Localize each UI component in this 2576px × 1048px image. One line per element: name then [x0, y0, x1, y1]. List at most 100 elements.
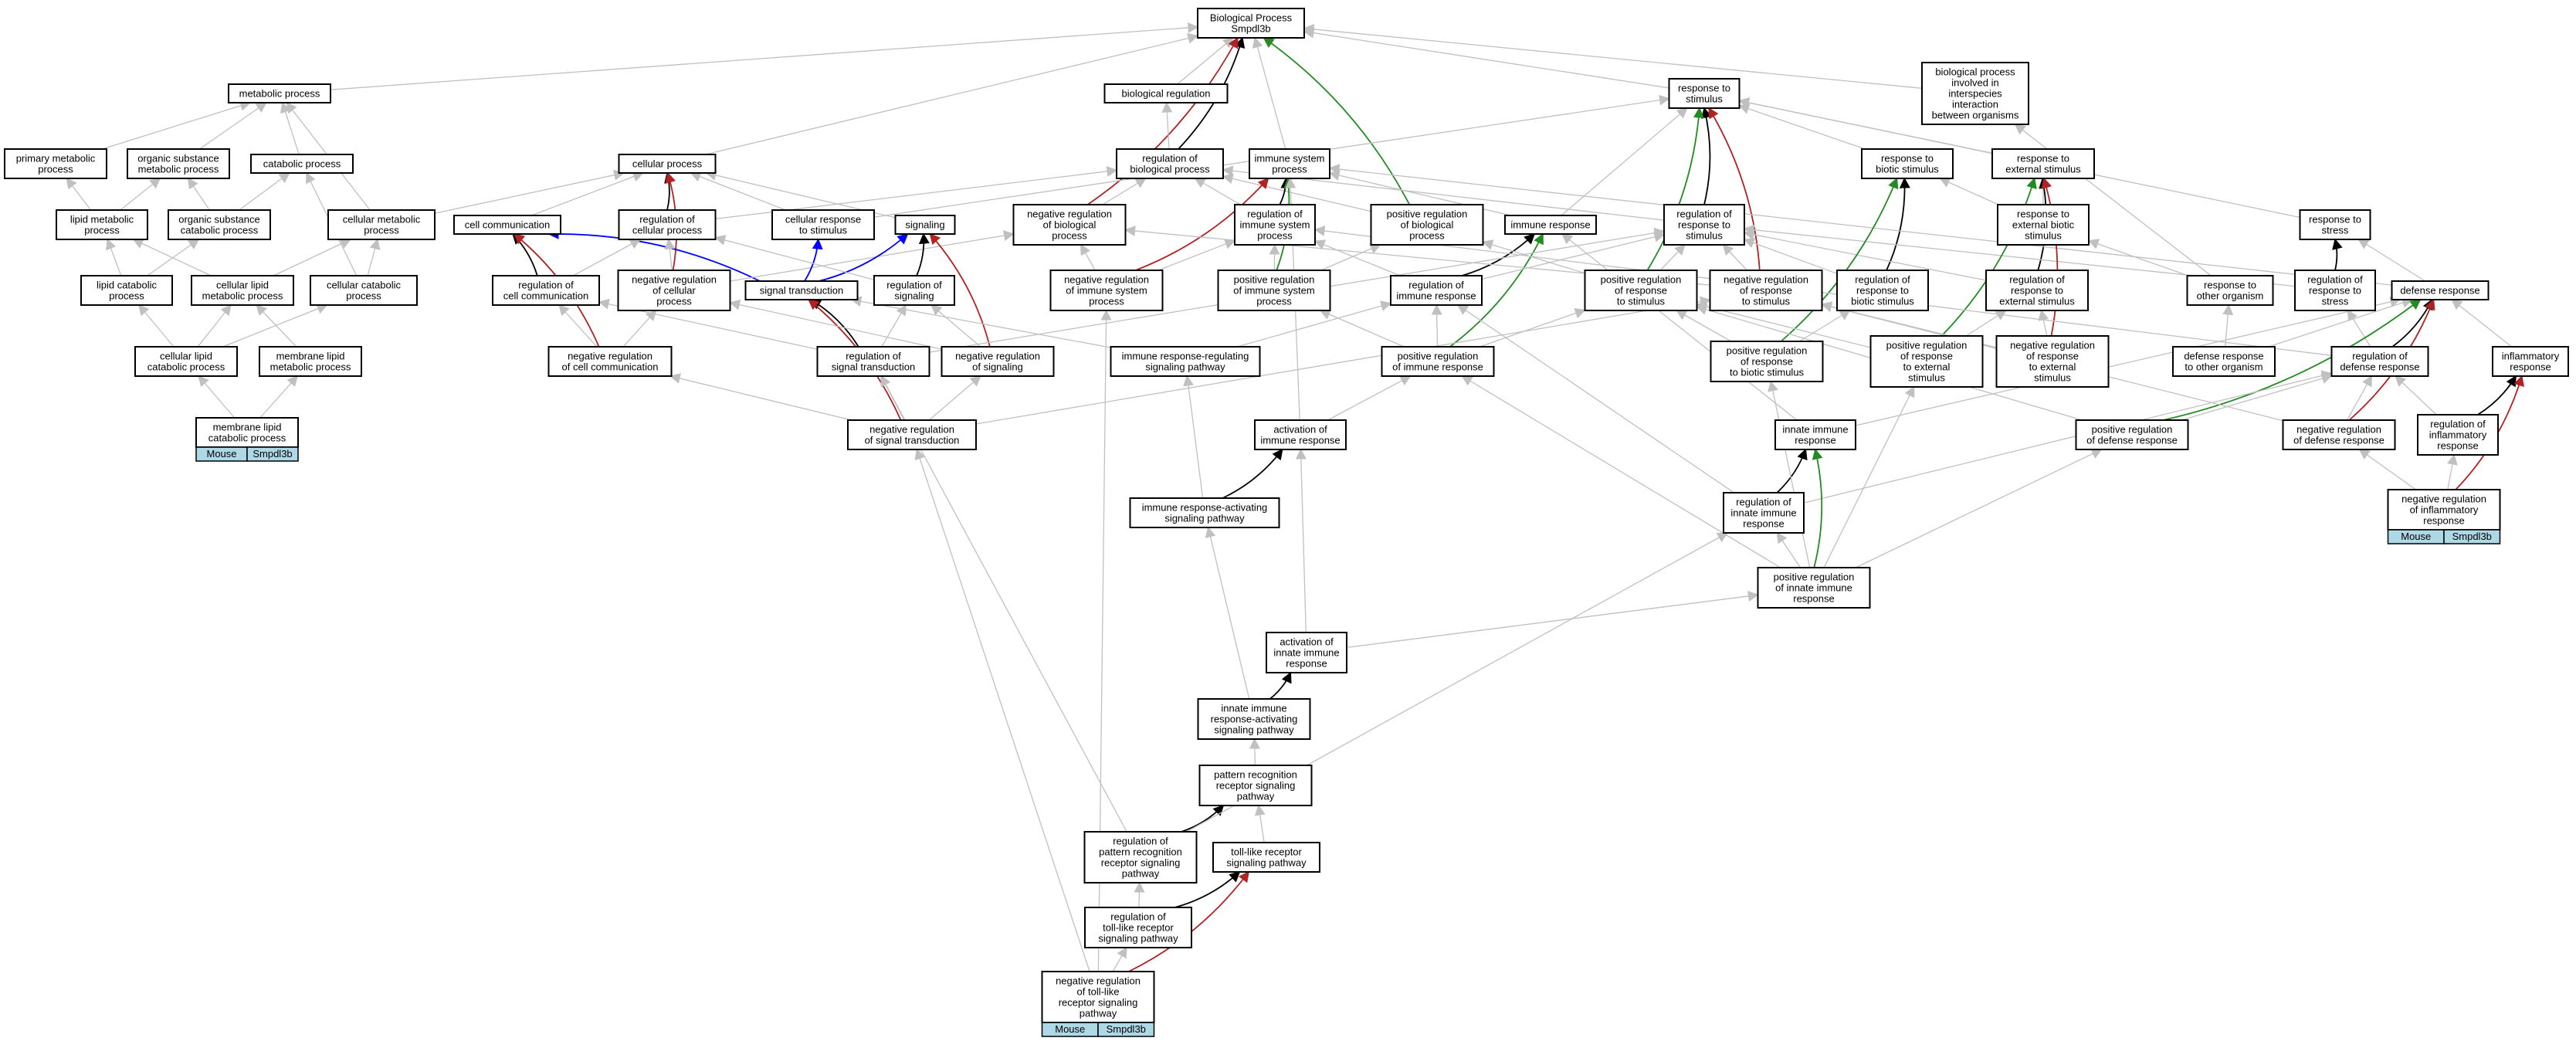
- go-term-label-line: to stimulus: [1742, 296, 1791, 307]
- edge-defense_resp-to-immune_sys: [1328, 164, 2392, 286]
- go-term-label-line: regulation of: [518, 280, 574, 291]
- go-term-signaling[interactable]: signaling: [894, 215, 956, 235]
- go-term-immune-resp[interactable]: immune response: [1504, 215, 1597, 235]
- go-term-cell-comm[interactable]: cell communication: [453, 215, 561, 235]
- go-term-box: [195, 417, 299, 448]
- go-term-label-line: stimulus: [2034, 372, 2071, 384]
- go-term-label-line: innate immune: [1221, 703, 1286, 714]
- edge-reg_cell_comm-to-cell_comm: [512, 232, 538, 276]
- go-term-label-line: of inflammatory: [2410, 504, 2479, 516]
- edge-memb_lipid_cat-to-memb_lipid_met: [259, 375, 299, 419]
- go-term-catabolic[interactable]: catabolic process: [250, 154, 354, 174]
- edge-pos_reg_bio-to-bp: [1263, 37, 1411, 205]
- go-term-signal-trans[interactable]: signal transduction: [744, 280, 859, 300]
- go-term-label-line: pattern recognition: [1099, 846, 1182, 858]
- go-term-label-line: metabolic process: [138, 164, 219, 175]
- go-term-label-line: stress: [2322, 296, 2349, 307]
- go-term-label-line: regulation of: [2307, 274, 2363, 286]
- edge-pos_reg_imm_resp-to-pos_reg_resp_stim: [1480, 307, 1586, 348]
- edge-pos_reg_imm_sys-to-pos_reg_bio: [1320, 243, 1381, 271]
- go-term-metabolic[interactable]: metabolic process: [228, 83, 331, 103]
- edge-imm_resp_act_sig-to-imm_resp_reg_sig: [1183, 375, 1204, 499]
- go-term-cellular-process[interactable]: cellular process: [618, 154, 717, 174]
- go-term-defense-resp[interactable]: defense response: [2391, 280, 2490, 300]
- go-term-label-line: immune system: [1254, 153, 1324, 164]
- go-term-box: [1381, 346, 1495, 377]
- go-term-box: [1774, 419, 1856, 450]
- go-term-innate-act-sig[interactable]: innate immuneresponse-activatingsignalin…: [1197, 698, 1311, 740]
- go-term-bio-reg[interactable]: biological regulation: [1103, 83, 1229, 103]
- edge-lipid_cat-to-org_sub_cat: [147, 239, 200, 276]
- go-term-box: [310, 275, 418, 306]
- go-term-label-line: interspecies: [1948, 88, 2002, 100]
- edge-reg_resp_stress-to-resp_stress: [2332, 238, 2343, 271]
- go-term-label-line: of biological: [1043, 219, 1096, 231]
